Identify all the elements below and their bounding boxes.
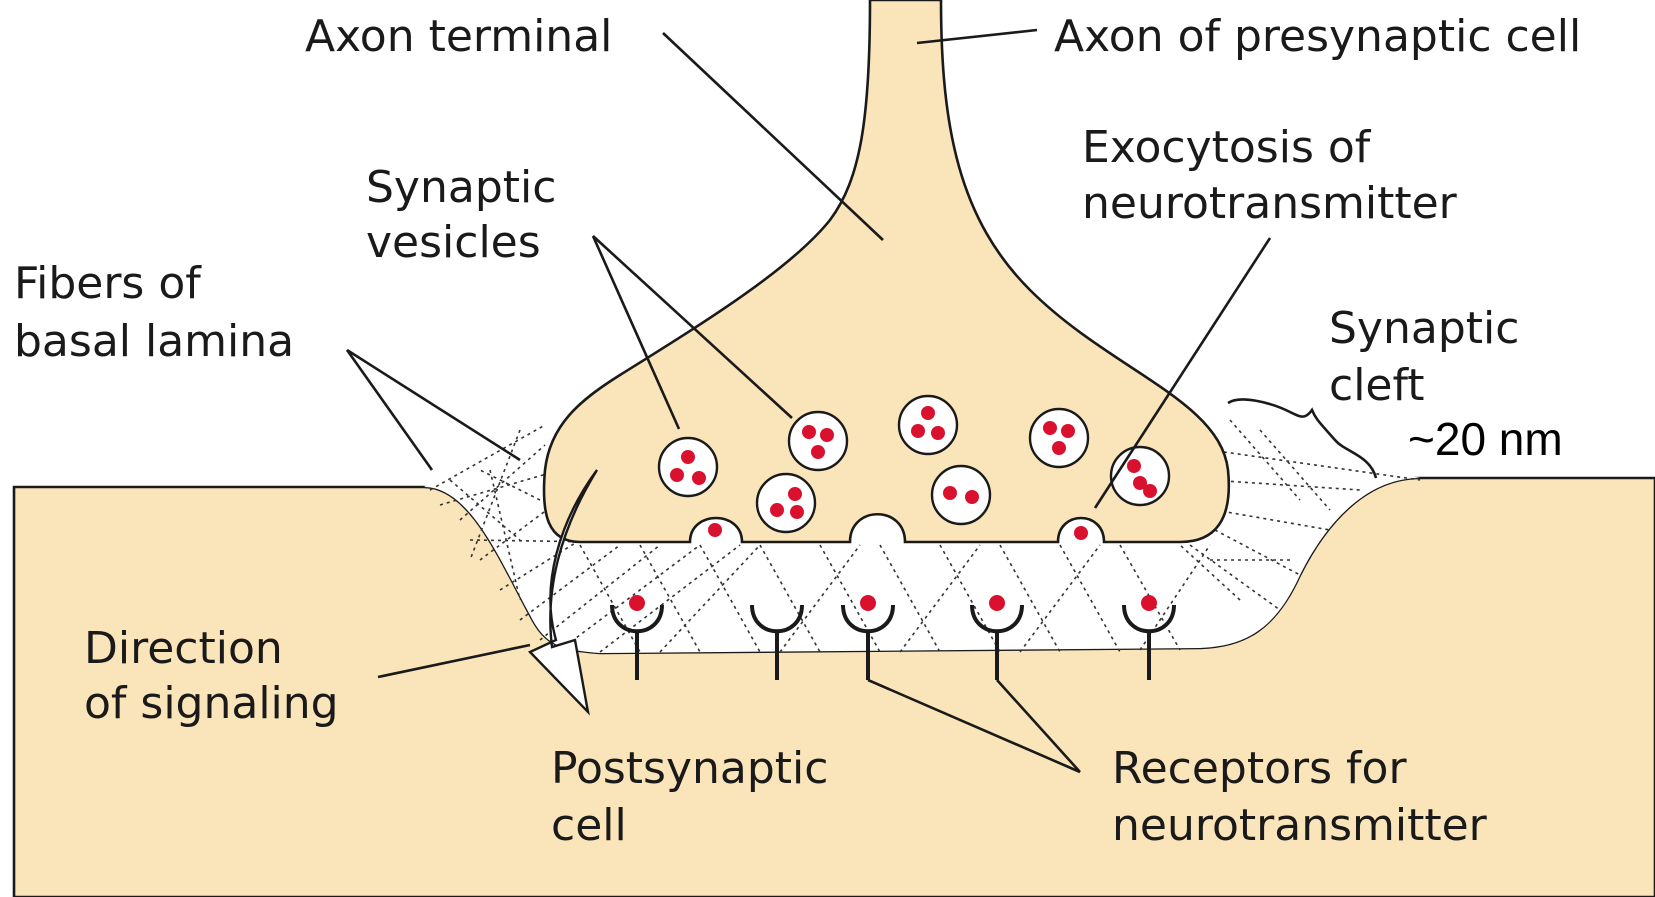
- synaptic-vesicle-icon: [1111, 447, 1169, 505]
- synaptic-vesicle-icon: [789, 412, 847, 470]
- label-postsynaptic-line2: cell: [551, 800, 627, 851]
- label-direction-line1: Direction: [84, 623, 283, 674]
- synaptic-vesicle-icon: [757, 474, 815, 532]
- label-synaptic-vesicles-line2: vesicles: [366, 217, 541, 268]
- label-fibers-line1: Fibers of: [14, 258, 202, 309]
- label-exocytosis-line2: neurotransmitter: [1082, 178, 1458, 229]
- label-synaptic-cleft-line1: Synaptic: [1329, 303, 1519, 354]
- label-synaptic-vesicles-line1: Synaptic: [366, 162, 556, 213]
- synaptic-vesicle-icon: [899, 396, 957, 454]
- label-receptors-line1: Receptors for: [1112, 743, 1407, 794]
- synaptic-vesicle-icon: [932, 466, 990, 524]
- label-synaptic-cleft-line2: cleft: [1329, 360, 1424, 411]
- label-cleft-width: ~20 nm: [1408, 413, 1563, 465]
- label-fibers-line2: basal lamina: [14, 316, 294, 367]
- label-axon-presynaptic: Axon of presynaptic cell: [1054, 11, 1581, 62]
- exocytosis-molecule: [708, 523, 722, 537]
- synaptic-vesicle-icon: [1030, 409, 1088, 467]
- label-exocytosis-line1: Exocytosis of: [1082, 122, 1372, 173]
- label-receptors-line2: neurotransmitter: [1112, 800, 1488, 851]
- label-postsynaptic-line1: Postsynaptic: [551, 743, 828, 794]
- exocytosis-molecule: [1074, 526, 1088, 540]
- label-axon-terminal: Axon terminal: [305, 11, 612, 62]
- synaptic-vesicle-icon: [659, 438, 717, 496]
- label-direction-line2: of signaling: [84, 678, 339, 729]
